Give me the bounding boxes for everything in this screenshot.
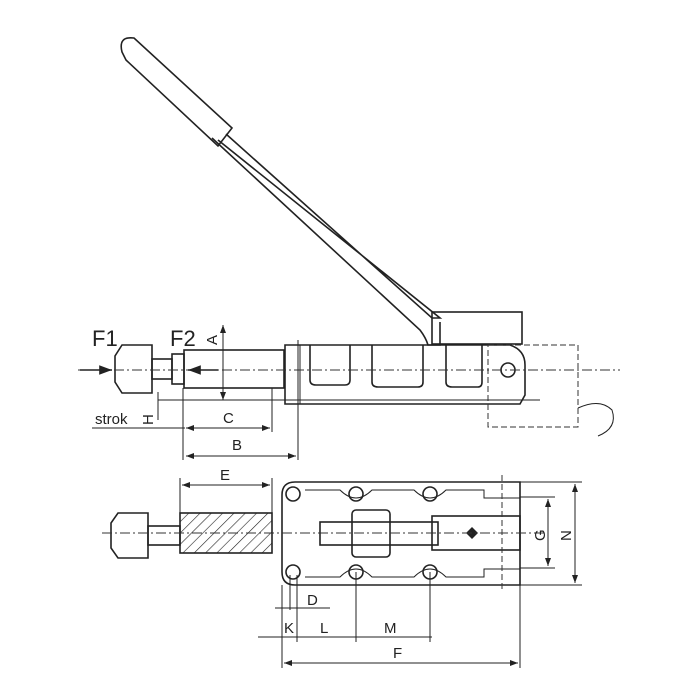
clamp-body — [284, 344, 526, 405]
label-m: M — [384, 620, 397, 637]
plunger-plan — [110, 512, 273, 559]
label-e: E — [220, 467, 230, 484]
label-f: F — [393, 645, 402, 662]
plunger-side — [114, 344, 285, 394]
handle — [120, 36, 443, 346]
base-plate — [281, 481, 521, 586]
label-k: K — [284, 620, 294, 637]
label-d: D — [307, 592, 318, 609]
label-c: C — [223, 410, 234, 427]
label-f1: F1 — [92, 326, 118, 351]
side-view: F1 F2 A H strok C B — [78, 36, 620, 460]
upper-block — [431, 311, 523, 345]
break-line — [577, 403, 614, 437]
mounting-holes — [285, 486, 438, 580]
body-pockets — [309, 345, 483, 388]
label-g: G — [532, 529, 549, 541]
label-f2: F2 — [170, 326, 196, 351]
label-l: L — [320, 620, 328, 637]
label-h: H — [140, 414, 157, 425]
label-n: N — [558, 530, 575, 541]
label-a: A — [204, 335, 221, 345]
label-strok: strok — [95, 411, 128, 428]
plan-view: E G N D K L M F — [102, 467, 582, 668]
open-position-outline — [487, 344, 579, 428]
label-b: B — [232, 437, 242, 454]
